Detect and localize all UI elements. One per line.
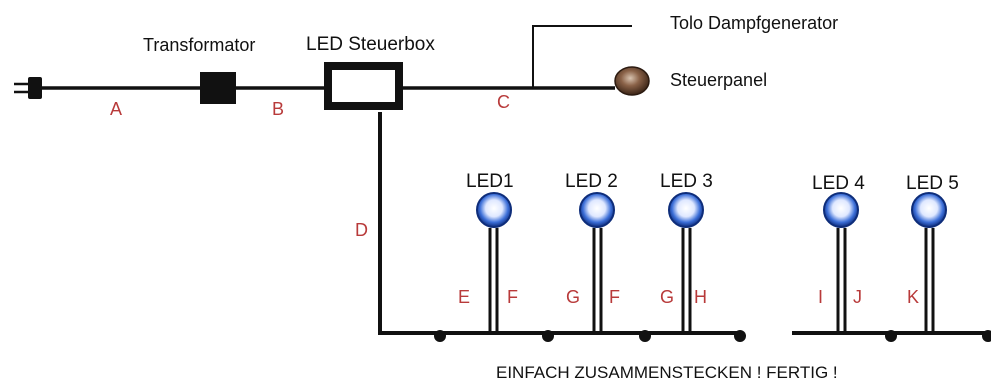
led-label: LED 3 — [660, 171, 713, 192]
led-label: LED 2 — [565, 171, 618, 192]
control-panel-label: Steuerpanel — [670, 70, 768, 90]
led-group-5 — [911, 192, 947, 333]
power-plug-icon — [14, 77, 42, 99]
transformer-box — [200, 72, 236, 104]
cable-letter: C — [497, 92, 510, 112]
led-label: LED1 — [466, 171, 514, 192]
led-box-label: LED Steuerbox — [306, 34, 435, 55]
footer-instruction: EINFACH ZUSAMMENSTECKEN ! FERTIG ! — [496, 363, 838, 382]
led-1-icon — [476, 192, 512, 228]
connector-dot — [982, 330, 991, 342]
cable-letter: G — [566, 287, 581, 307]
led-group-4 — [823, 192, 859, 333]
led-2-icon — [579, 192, 615, 228]
transformer-label: Transformator — [143, 35, 256, 55]
connector-dot — [734, 330, 746, 342]
steam-generator-label: Tolo Dampfgenerator — [670, 13, 839, 33]
led-label: LED 5 — [906, 173, 959, 194]
cable-letter: H — [694, 287, 707, 307]
cable-letter: K — [907, 287, 920, 307]
led-control-box — [324, 62, 403, 110]
cable-letter: J — [853, 287, 862, 307]
cable-letter: F — [609, 287, 620, 307]
connector-dot — [639, 330, 651, 342]
cable-letter: I — [818, 287, 824, 307]
led-group-3 — [668, 192, 704, 333]
connector-dot — [885, 330, 897, 342]
connector-dot — [434, 330, 446, 342]
cable-letter: A — [110, 99, 123, 119]
led-group-2 — [579, 192, 615, 333]
cable-letter: E — [458, 287, 471, 307]
connector-dots — [434, 330, 991, 342]
cable-letter: G — [660, 287, 675, 307]
connector-dot — [542, 330, 554, 342]
led-group-1 — [476, 192, 548, 335]
led-5-icon — [911, 192, 947, 228]
led-label: LED 4 — [812, 173, 865, 194]
led-3-icon — [668, 192, 704, 228]
cable-letter: D — [355, 220, 368, 240]
cable-letter: B — [272, 99, 285, 119]
cable-letter: F — [507, 287, 518, 307]
control-panel-knob — [614, 66, 650, 96]
led-4-icon — [823, 192, 859, 228]
